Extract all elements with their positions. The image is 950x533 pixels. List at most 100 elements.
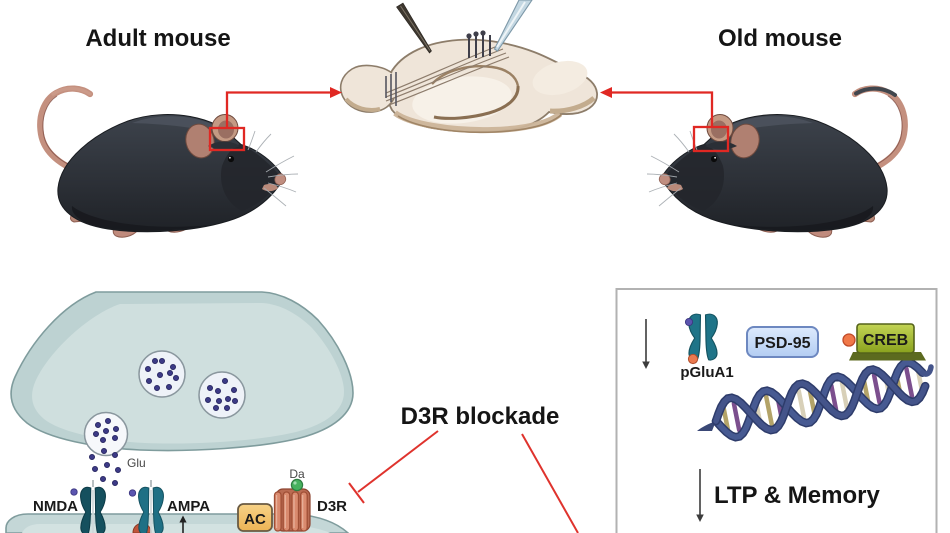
glu-dot xyxy=(89,453,96,460)
dna-rung xyxy=(763,394,774,427)
glu-dot xyxy=(95,421,102,428)
elbow-arrowhead-adult xyxy=(330,87,342,98)
glu-dot xyxy=(112,451,119,458)
pglua1-top-dot xyxy=(684,317,694,327)
glu-dot xyxy=(158,357,165,364)
glu-dot xyxy=(105,417,112,424)
decrease-arrow-icon xyxy=(642,319,650,369)
adult-mouse-label: Adult mouse xyxy=(85,25,230,52)
fusing-vesicle xyxy=(83,411,129,457)
glu-dot xyxy=(93,430,100,437)
glu-dot xyxy=(224,395,231,402)
glu-dot xyxy=(166,369,173,376)
released-glutamate-dots xyxy=(89,447,122,486)
ampa-label: AMPA xyxy=(167,498,210,515)
blockade-line-right xyxy=(521,433,579,533)
glutamate-on-ampa-dot xyxy=(128,489,137,497)
glu-dot xyxy=(172,374,179,381)
blockade-lines xyxy=(348,430,579,533)
elbow-arrow-old xyxy=(611,91,714,127)
glu-dot xyxy=(92,465,99,472)
synaptic-vesicle-2 xyxy=(198,371,246,419)
dna-helix-icon xyxy=(697,358,934,442)
nmda-label: NMDA xyxy=(33,498,78,515)
brain-left-lobe xyxy=(339,64,395,113)
brain-inner-highlight-2 xyxy=(532,60,588,96)
old-mouse-illustration xyxy=(647,89,905,238)
d3r-label: D3R xyxy=(317,498,347,515)
synapse-panel: Glu NMDA AMPA AC xyxy=(5,291,354,533)
record-site-ticks xyxy=(466,30,491,58)
psd95-label: PSD-95 xyxy=(754,335,810,352)
dopamine-ball-icon xyxy=(290,478,304,492)
glu-dot xyxy=(214,387,221,394)
glu-dot xyxy=(145,377,152,384)
dopamine-ball-highlight xyxy=(293,481,297,485)
creb-badge xyxy=(856,323,915,354)
glu-dot xyxy=(103,427,110,434)
stimulating-electrode-highlight xyxy=(400,5,431,51)
glu-dot xyxy=(212,404,219,411)
old-mouse-dark-tail-tip xyxy=(854,86,897,97)
brain-inner-highlight xyxy=(412,76,512,124)
recording-electrode-highlight xyxy=(496,1,526,48)
brain-slice xyxy=(339,0,598,134)
dna-strand-a xyxy=(713,366,928,433)
adult-mouse-illustration xyxy=(40,89,298,238)
brain-bottom-band xyxy=(393,110,562,134)
old-mouse-label: Old mouse xyxy=(718,25,842,52)
glu-dot xyxy=(215,397,222,404)
blockade-inhibit-line-left xyxy=(357,430,439,493)
glu-dot xyxy=(223,404,230,411)
dna-rung xyxy=(721,406,731,432)
glu-dot xyxy=(101,447,108,454)
glu-dot xyxy=(153,384,160,391)
dna-tail xyxy=(697,421,716,431)
d3r-receptor-icon xyxy=(273,488,311,532)
glu-dot xyxy=(112,479,119,486)
pathway-box: pGluA1 PSD-95 CREB LTP & Memory xyxy=(615,288,938,533)
dna-rung xyxy=(904,366,915,399)
brain-left-lobe-band xyxy=(344,97,381,112)
glu-dot xyxy=(112,434,119,441)
glutamate-on-nmda-dot xyxy=(70,488,78,496)
phosphate-dot xyxy=(687,353,699,365)
glu-dot xyxy=(231,397,238,404)
dna-rung xyxy=(861,379,871,403)
glu-label: Glu xyxy=(127,456,146,470)
elbow-arrowhead-old xyxy=(600,87,612,98)
glu-dot xyxy=(144,365,151,372)
glu-dot xyxy=(230,386,237,393)
brain-bottom-outline xyxy=(397,113,563,134)
glu-dot xyxy=(104,461,111,468)
glu-dot xyxy=(151,357,158,364)
creb-label: CREB xyxy=(863,332,908,349)
stimulating-electrode-icon xyxy=(396,2,432,54)
dna-end-curl xyxy=(919,364,934,377)
stim-site-ticks xyxy=(385,72,397,106)
glu-dot xyxy=(221,377,228,384)
ac-label: AC xyxy=(244,511,266,528)
glu-dot xyxy=(204,396,211,403)
blockade-label: D3R blockade xyxy=(401,403,560,430)
da-label: Da xyxy=(289,467,305,481)
dna-rung xyxy=(839,380,850,411)
dna-rung xyxy=(829,383,839,412)
brain-hook-top xyxy=(431,65,520,87)
blockade-inhibit-tbar xyxy=(348,482,365,504)
up-arrow-icon xyxy=(179,515,187,533)
recording-electrode-icon xyxy=(493,0,533,52)
glu-dot xyxy=(115,466,122,473)
glu-dot xyxy=(113,425,120,432)
glu-dot xyxy=(169,363,176,370)
dna-rung xyxy=(731,401,742,433)
dna-rung xyxy=(807,389,817,415)
ac-enzyme-badge xyxy=(237,503,273,532)
nmda-receptor-icon xyxy=(81,480,106,533)
roi-annotations xyxy=(208,91,730,153)
glu-dot xyxy=(165,383,172,390)
dna-rung xyxy=(871,373,882,405)
creb-platform xyxy=(849,352,926,361)
psd95-badge xyxy=(746,326,819,358)
